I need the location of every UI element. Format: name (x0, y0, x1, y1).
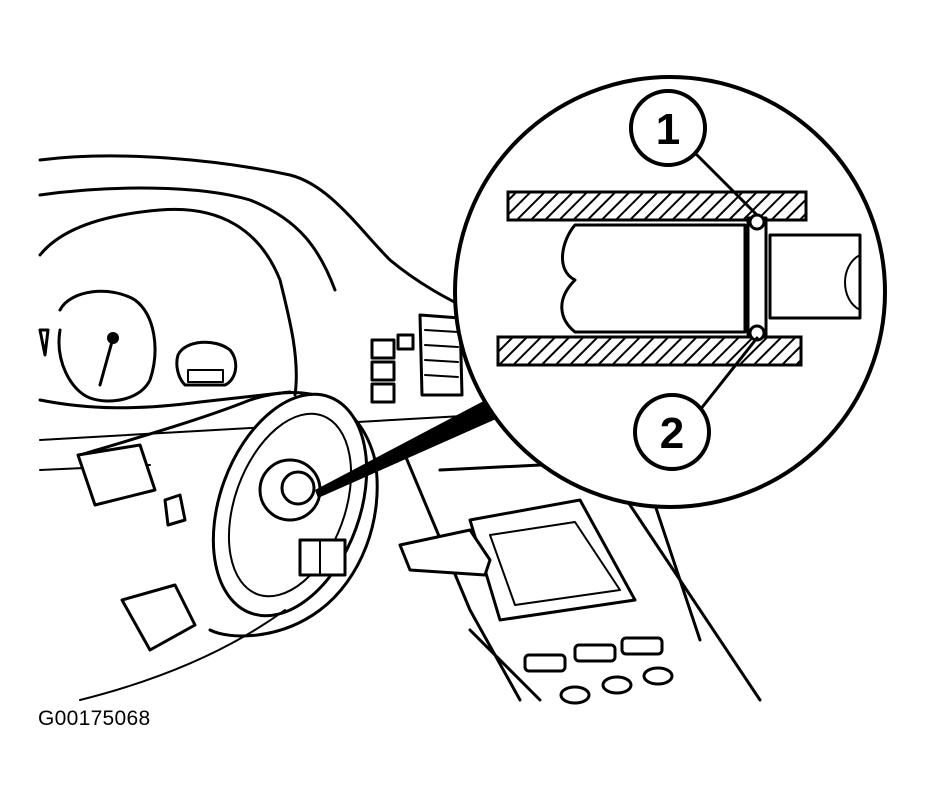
instrument-cluster (38, 289, 238, 403)
callout-2: 2 (633, 336, 759, 471)
callout-2-label: 2 (660, 409, 684, 458)
figure-id-label: G00175068 (38, 707, 151, 730)
column-stalks (76, 443, 492, 652)
callout-1-label: 1 (656, 105, 680, 154)
callout-1: 1 (629, 89, 759, 217)
bushing-lower-wall (496, 335, 803, 367)
detail-leader (315, 395, 505, 498)
center-console-controls (370, 313, 464, 404)
detail-magnifier (453, 75, 887, 509)
steering-wheel-hub (78, 391, 379, 701)
